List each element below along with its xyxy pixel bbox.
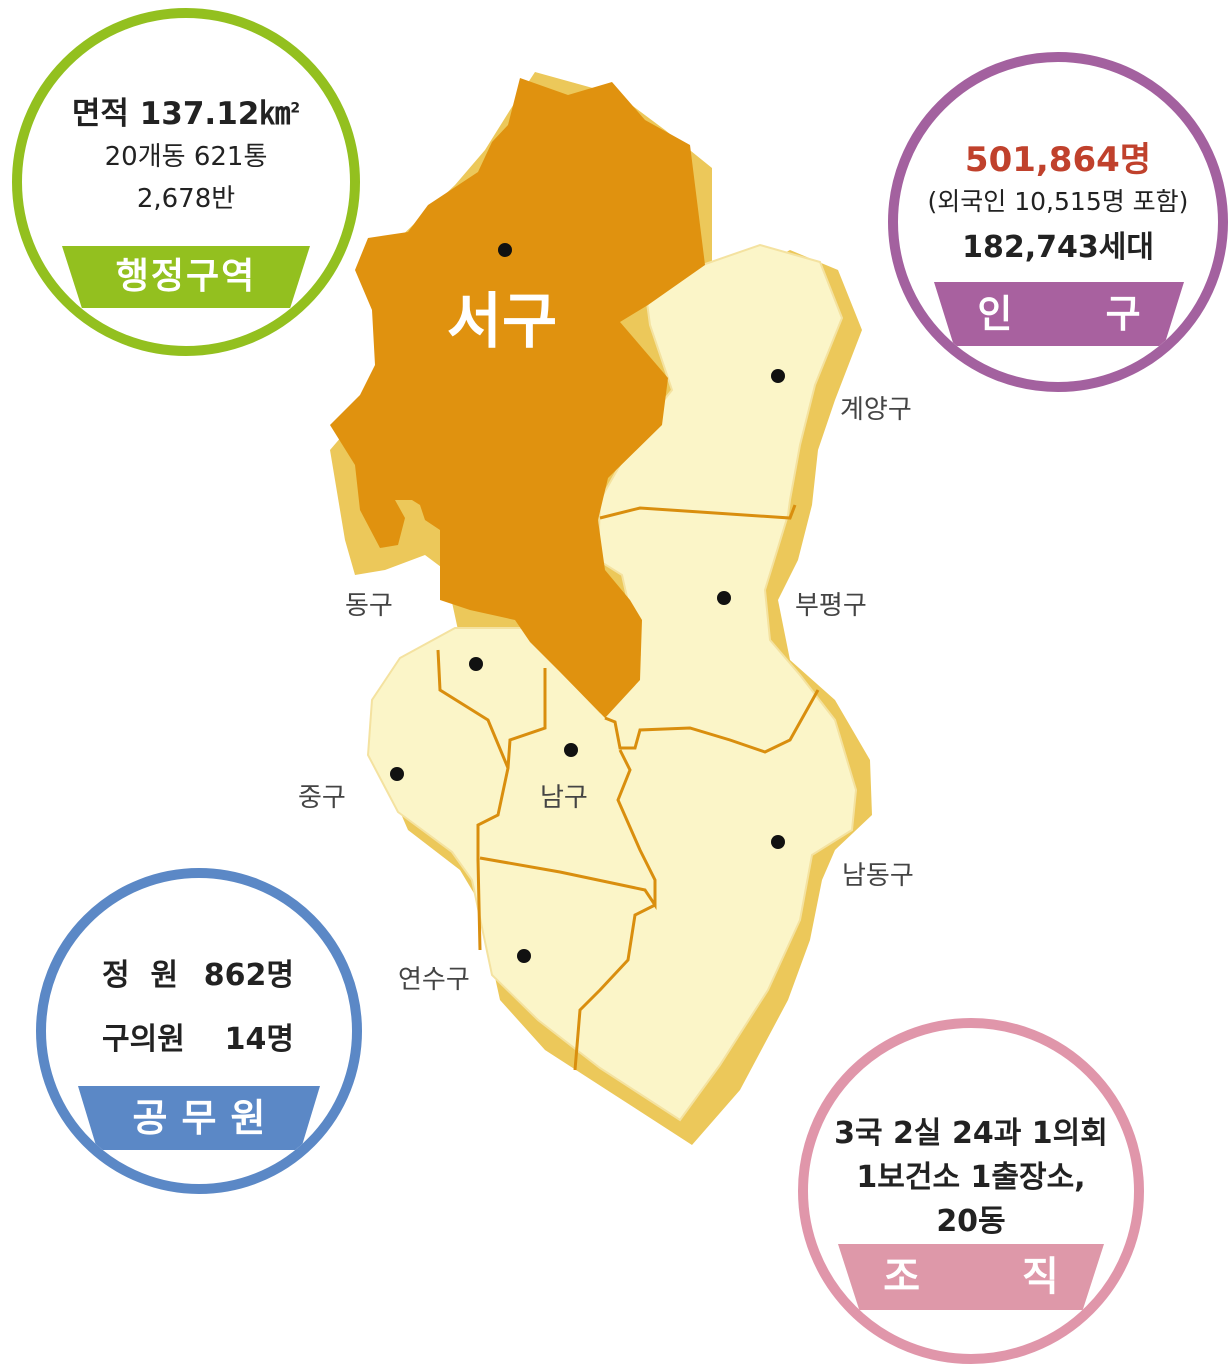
organization-title-banner: 조 직 bbox=[838, 1244, 1104, 1310]
namgu-label: 남구 bbox=[540, 783, 588, 813]
organization-info-circle: 3국 2실 24과 1의회 1보건소 1출장소, 20동 조 직 bbox=[798, 1018, 1144, 1364]
seogu-marker bbox=[498, 243, 512, 257]
bupyeong-label: 부평구 bbox=[795, 591, 867, 621]
junggu-label: 중구 bbox=[298, 783, 346, 813]
area-value: 137.12㎞ bbox=[139, 96, 291, 132]
junggu-marker bbox=[390, 767, 404, 781]
admin-title-banner: 행정구역 bbox=[62, 246, 310, 308]
donggu-label: 동구 bbox=[345, 591, 393, 621]
area-line: 면적 137.12㎞2 bbox=[22, 88, 350, 133]
organization-line3: 20동 bbox=[936, 1204, 1006, 1239]
namgu-marker bbox=[564, 743, 578, 757]
council-label: 구의원 bbox=[102, 1022, 185, 1057]
admin-ban: 2,678반 bbox=[136, 184, 236, 214]
council-value: 14명 bbox=[224, 1022, 294, 1057]
bupyeong-marker bbox=[717, 591, 731, 605]
organization-line2: 1보건소 1출장소, bbox=[856, 1160, 1086, 1195]
population-title-banner: 인 구 bbox=[934, 282, 1184, 346]
seogu-region bbox=[330, 78, 705, 718]
namdong-label: 남동구 bbox=[842, 861, 914, 891]
population-info-circle: 501,864명 (외국인 10,515명 포함) 182,743세대 인 구 bbox=[888, 52, 1228, 392]
quota-value: 862명 bbox=[203, 958, 294, 993]
admin-info-circle: 면적 137.12㎞2 20개동 621통 2,678반 행정구역 bbox=[12, 8, 360, 356]
yeonsu-marker bbox=[517, 949, 531, 963]
admin-units: 20개동 621통 bbox=[104, 142, 268, 172]
gyeyang-label: 계양구 bbox=[840, 395, 912, 425]
area-unit-sup: 2 bbox=[290, 100, 301, 117]
seogu-label: 서구 bbox=[447, 287, 557, 357]
area-label: 면적 bbox=[71, 96, 129, 132]
yeonsu-label: 연수구 bbox=[398, 965, 470, 995]
population-total: 501,864명 bbox=[964, 140, 1152, 180]
gyeyang-marker bbox=[771, 369, 785, 383]
district-borders bbox=[436, 504, 820, 1071]
population-foreigners: (외국인 10,515명 포함) bbox=[927, 187, 1189, 216]
officials-title-banner: 공무원 bbox=[78, 1086, 320, 1150]
donggu-marker bbox=[469, 657, 483, 671]
organization-line1: 3국 2실 24과 1의회 bbox=[834, 1116, 1108, 1151]
namdong-marker bbox=[771, 835, 785, 849]
quota-label: 정 원 bbox=[102, 958, 179, 993]
district-markers bbox=[390, 243, 785, 963]
map-base bbox=[366, 139, 858, 1122]
population-households: 182,743세대 bbox=[962, 230, 1154, 265]
officials-info-circle: 정 원 862명 구의원 14명 공무원 bbox=[36, 868, 362, 1194]
